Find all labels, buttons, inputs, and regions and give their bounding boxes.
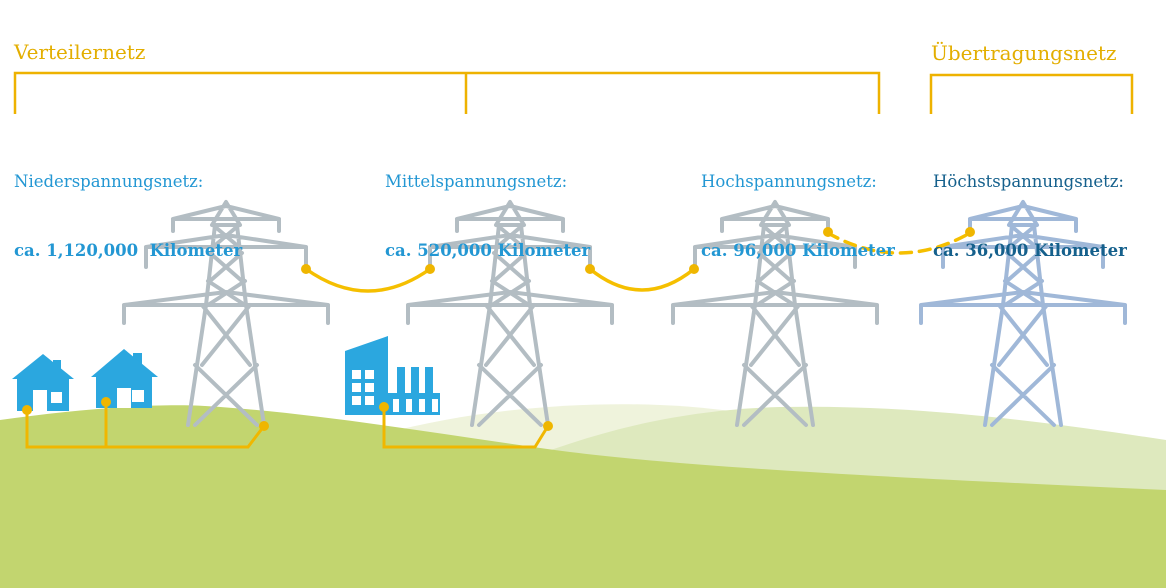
- network-length: ca. 520,000 Kilometer: [385, 241, 591, 260]
- underground-line-factory: [382, 407, 550, 449]
- network-name: Höchstspannungsnetz:: [933, 172, 1124, 191]
- hill-front: [0, 405, 1166, 588]
- power-line-dashed: [826, 231, 972, 255]
- connection-dot-icon: [22, 405, 32, 415]
- connection-dots: [22, 227, 975, 431]
- network-name: Mittelspannungsnetz:: [385, 172, 568, 191]
- network-name: Hochspannungsnetz:: [701, 172, 877, 191]
- label-niederspannungsnetz: Niederspannungsnetz: ca. 1,120,000 Kilom…: [14, 124, 242, 308]
- connection-dot-icon: [379, 402, 389, 412]
- section-title-uebertragungsnetz: Übertragungsnetz: [931, 41, 1117, 65]
- connection-dot-icon: [543, 421, 553, 431]
- connection-dot-icon: [689, 264, 699, 274]
- house-icon-2: [91, 349, 158, 408]
- label-mittelspannungsnetz: Mittelspannungsnetz: ca. 520,000 Kilomet…: [385, 124, 590, 308]
- network-length: ca. 96,000 Kilometer: [701, 241, 895, 260]
- connection-dot-icon: [585, 264, 595, 274]
- network-length: ca. 1,120,000 Kilometer: [14, 241, 243, 260]
- underground-line-houses: [25, 402, 266, 449]
- label-hoechstspannungsnetz: Höchstspannungsnetz: ca. 36,000 Kilomete…: [933, 124, 1127, 308]
- house-icon-1: [12, 354, 74, 411]
- connection-dot-icon: [259, 421, 269, 431]
- connection-dot-icon: [823, 227, 833, 237]
- bracket-uebertragungsnetz: [929, 73, 1134, 114]
- network-length: ca. 36,000 Kilometer: [933, 241, 1127, 260]
- network-name: Niederspannungsnetz:: [14, 172, 204, 191]
- connection-dot-icon: [101, 397, 111, 407]
- connection-dot-icon: [965, 227, 975, 237]
- connection-dot-icon: [425, 264, 435, 274]
- power-line-2: [588, 267, 696, 292]
- connection-dot-icon: [301, 264, 311, 274]
- factory-icon: [345, 336, 440, 415]
- label-hochspannungsnetz: Hochspannungsnetz: ca. 96,000 Kilometer: [701, 124, 895, 308]
- bracket-verteilernetz: [13, 71, 881, 114]
- section-title-verteilernetz: Verteilernetz: [14, 40, 146, 64]
- power-line-1: [304, 267, 432, 293]
